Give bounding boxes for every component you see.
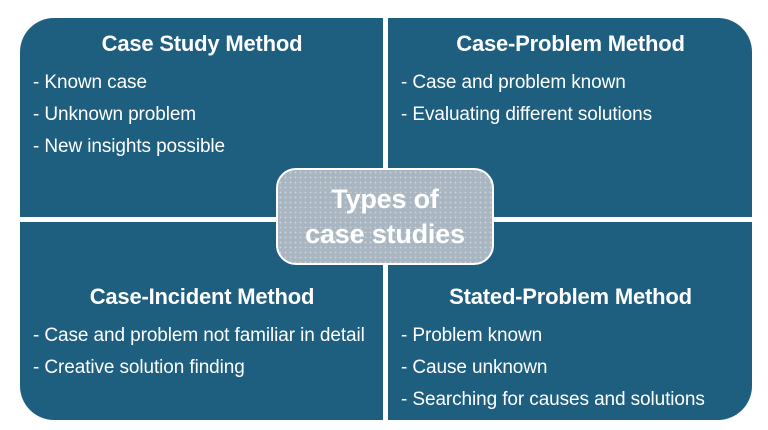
list-item: - Unknown problem — [33, 104, 197, 125]
list-item: - Cause unknown — [401, 357, 548, 378]
quadrant-item-list: - Problem known - Cause unknown - Search… — [401, 324, 740, 411]
list-item: - Problem known — [401, 325, 543, 346]
quadrant-item-list: - Known case - Unknown problem - New ins… — [33, 71, 371, 158]
quadrant-grid: Case Study Method - Known case - Unknown… — [20, 18, 752, 420]
list-item: - Case and problem not familiar in detai… — [33, 325, 365, 346]
center-label-box: Types of case studies — [276, 168, 494, 265]
center-label-line: Types of — [331, 183, 439, 214]
list-item: - New insights possible — [33, 136, 226, 157]
quadrant-title: Stated-Problem Method — [449, 284, 692, 309]
quadrant-title: Case-Problem Method — [456, 31, 685, 56]
list-item: - Searching for causes and solutions — [401, 389, 705, 410]
list-item: - Case and problem known — [401, 72, 626, 93]
quadrant-case-incident-method: Case-Incident Method - Case and problem … — [20, 222, 383, 420]
list-item: - Creative solution finding — [33, 357, 245, 378]
center-label-line: case studies — [305, 218, 465, 249]
quadrant-title: Case-Incident Method — [89, 284, 315, 309]
quadrant-case-study-method: Case Study Method - Known case - Unknown… — [20, 18, 383, 217]
list-item: - Known case — [33, 72, 147, 93]
quadrant-title: Case Study Method — [101, 31, 303, 56]
quadrant-item-list: - Case and problem not familiar in detai… — [33, 324, 371, 379]
quadrant-item-list: - Case and problem known - Evaluating di… — [401, 71, 740, 126]
list-item: - Evaluating different solutions — [401, 104, 652, 125]
